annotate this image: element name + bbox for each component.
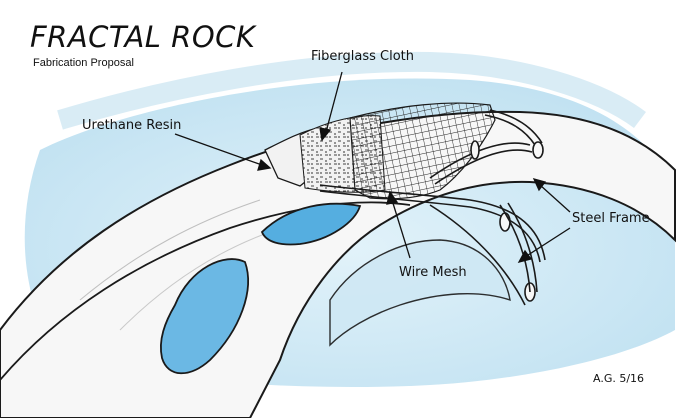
label-fiberglass-cloth: Fiberglass Cloth	[311, 49, 414, 64]
artist-signature: A.G. 5/16	[593, 372, 645, 385]
page-subtitle: Fabrication Proposal	[33, 57, 134, 69]
label-wire-mesh: Wire Mesh	[399, 265, 467, 280]
label-steel-frame: Steel Frame	[572, 211, 650, 226]
steel-frame	[319, 109, 546, 302]
rock-holes	[160, 202, 511, 375]
page-title: FRACTAL ROCK	[30, 20, 256, 54]
label-urethane-resin: Urethane Resin	[82, 118, 182, 133]
callout-arrows	[174, 71, 571, 263]
